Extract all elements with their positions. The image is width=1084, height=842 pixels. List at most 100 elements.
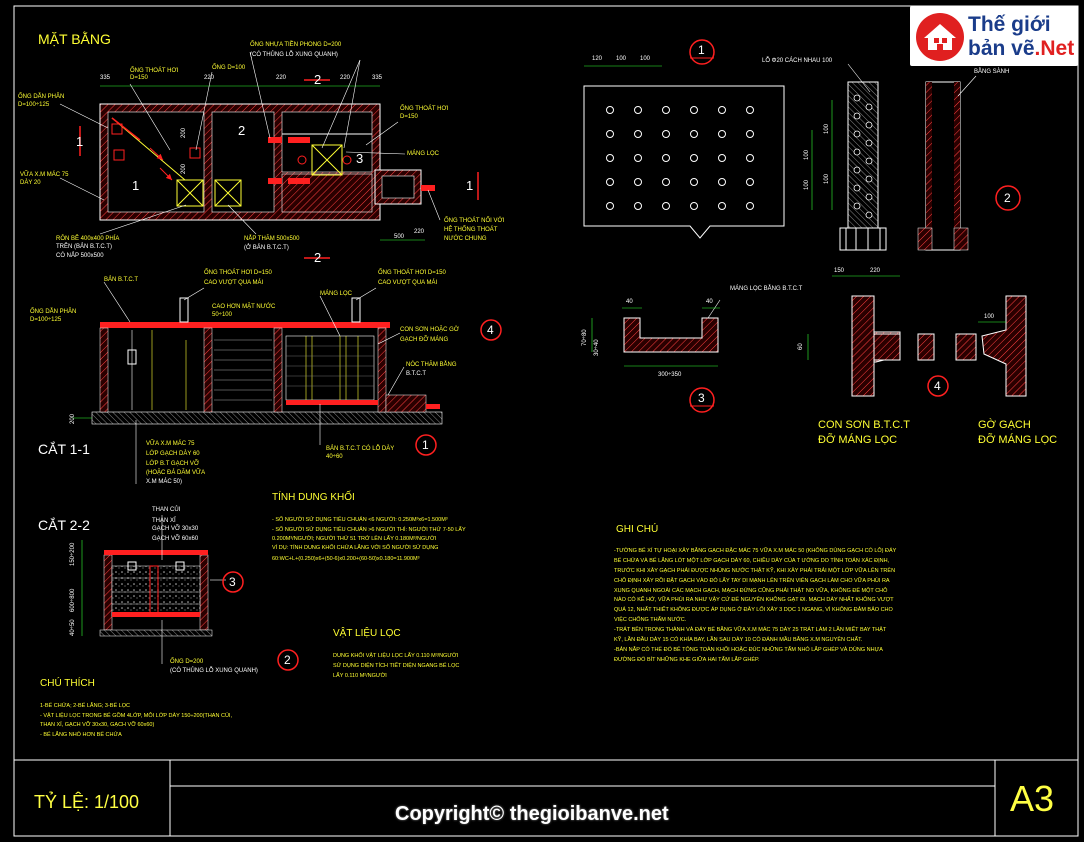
- pipe-hole: [853, 166, 861, 174]
- svg-text:(HOẶC ĐÁ DĂM VỮA: (HOẶC ĐÁ DĂM VỮA: [146, 469, 205, 476]
- material-block: VẬT LIỆU LỌC DUNG KHỐI VẬT LIỆU LỌC LẤY …: [333, 626, 459, 679]
- callout-4-sec: 4: [487, 323, 494, 337]
- svg-text:ỐNG THOÁT NỐI VỚI: ỐNG THOÁT NỐI VỚI: [444, 217, 505, 224]
- plan-labels: ỐNG DẪN PHÂN D=100÷125 ỐNG THOÁT HƠI D=1…: [18, 41, 505, 259]
- svg-text:200: 200: [181, 163, 187, 174]
- svg-text:NÓC THĂM BẰNG: NÓC THĂM BẰNG: [406, 360, 457, 368]
- svg-text:CHỖ ĐỊNH XÂY RỒI ĐẶT GẠCH VÀO: CHỖ ĐỊNH XÂY RỒI ĐẶT GẠCH VÀO ĐÓ LẤY TAY…: [614, 576, 890, 584]
- pipe-hole: [865, 175, 873, 183]
- copyright-watermark: Copyright© thegioibanve.net: [395, 803, 669, 825]
- svg-text:QUÁ 12, NHẤT THIẾT KHÔNG ĐƯỢC: QUÁ 12, NHẤT THIẾT KHÔNG ĐƯỢC ÁP DỤNG Ở …: [614, 606, 894, 613]
- svg-text:120: 120: [592, 56, 603, 62]
- svg-text:ỐNG D=200: ỐNG D=200: [170, 658, 204, 665]
- section22-labels: THAN CỦI THAN XỈ GẠCH VỠ 30x30 GẠCH VỠ 6…: [70, 506, 258, 674]
- section22-drawing: [81, 515, 226, 664]
- svg-text:150: 150: [834, 268, 845, 274]
- detail3-label: MÁNG LỌC BẰNG B.T.C.T: [730, 284, 803, 292]
- detail2-material: BẰNG SÀNH: [974, 67, 1009, 75]
- detail4-caption2: GỜ GẠCH: [978, 418, 1031, 431]
- plate-hole: [634, 106, 642, 114]
- plate-hole: [690, 202, 698, 210]
- plate-hole: [634, 154, 642, 162]
- svg-text:200: 200: [181, 127, 187, 138]
- plate-hole: [606, 154, 614, 162]
- svg-text:LẤY 0.110 M²/NGƯỜI: LẤY 0.110 M²/NGƯỜI: [333, 672, 387, 679]
- plate-hole: [718, 202, 726, 210]
- plan-drawing: 1 2 3 1 1 2 2 335 220 220 220 335 500 22…: [59, 51, 479, 265]
- plate-hole: [746, 178, 754, 186]
- section11-title: CẮT 1-1: [38, 440, 90, 457]
- svg-text:ỐNG THOÁT HƠI: ỐNG THOÁT HƠI: [400, 105, 449, 112]
- plate-hole: [662, 154, 670, 162]
- volume-title: TÍNH DUNG KHỐI: [272, 489, 355, 503]
- chamber-1-label: 1: [132, 178, 139, 193]
- svg-text:100: 100: [824, 123, 830, 134]
- svg-text:CAO VƯỢT QUA MÁI: CAO VƯỢT QUA MÁI: [204, 279, 264, 286]
- svg-text:B.T.C.T: B.T.C.T: [406, 371, 426, 377]
- chamber-3-label: 3: [356, 151, 363, 166]
- svg-text:70÷80: 70÷80: [582, 329, 588, 346]
- svg-text:50÷100: 50÷100: [212, 312, 233, 318]
- svg-text:ỐNG THOÁT HƠI D=150: ỐNG THOÁT HƠI D=150: [204, 269, 272, 276]
- section22-title: CẮT 2-2: [38, 516, 90, 533]
- plate-hole: [606, 202, 614, 210]
- detail4-caption1: CON SƠN B.T.C.T: [818, 419, 910, 431]
- svg-text:100: 100: [616, 56, 627, 62]
- legend-block: CHÚ THÍCH 1-BỂ CHỨA; 2-BỂ LẮNG; 3-BỂ LỌC…: [40, 676, 232, 738]
- pipe-hole: [865, 193, 873, 201]
- svg-text:NÀO CÓ KẼ HỞ, VỮA PHÙI RA NHƯ: NÀO CÓ KẼ HỞ, VỮA PHÙI RA NHƯ VẬY CỨ ĐỂ …: [614, 595, 894, 603]
- svg-text:SỬ DỤNG DIỆN TÍCH TIẾT DIỆN NG: SỬ DỤNG DIỆN TÍCH TIẾT DIỆN NGANG BỂ LỌC: [333, 661, 459, 669]
- svg-text:- VẬT LIỆU LỌC TRONG BỂ GỒM 4L: - VẬT LIỆU LỌC TRONG BỂ GỒM 4LỚP, MỖI LỚ…: [40, 711, 232, 719]
- pipe-hole: [853, 202, 861, 210]
- plate-hole: [746, 130, 754, 138]
- detail4-caption1b: ĐỠ MÁNG LỌC: [818, 433, 897, 446]
- svg-text:KỸ, LẦN ĐẦU DÀY 15 CÓ KHÍA BAY: KỸ, LẦN ĐẦU DÀY 15 CÓ KHÍA BAY, LẦN SAU …: [614, 635, 863, 643]
- plate-hole: [746, 106, 754, 114]
- plate-hole: [634, 130, 642, 138]
- svg-text:ỐNG DẪN PHÂN: ỐNG DẪN PHÂN: [30, 308, 76, 315]
- sheet-frame: [13, 5, 1079, 837]
- section-mark-1-right: 1: [466, 178, 473, 193]
- svg-text:220: 220: [276, 75, 287, 81]
- detail3-mark: 3: [698, 391, 705, 405]
- svg-text:150÷200: 150÷200: [70, 542, 76, 566]
- svg-text:BỂ CHỨA VÀ BỂ LẮNG LÓT MỘT LỚP: BỂ CHỨA VÀ BỂ LẮNG LÓT MỘT LỚP GẠCH DÀY …: [614, 556, 890, 564]
- svg-text:200: 200: [70, 413, 76, 424]
- pipe-hole: [865, 121, 873, 129]
- svg-text:1-BỂ CHỨA; 2-BỂ LẮNG; 3-BỂ LỌC: 1-BỂ CHỨA; 2-BỂ LẮNG; 3-BỂ LỌC: [40, 701, 130, 709]
- svg-text:ĐƯỜNG ĐỔ BÍT NHỮNG KHE GIỮA HA: ĐƯỜNG ĐỔ BÍT NHỮNG KHE GIỮA HAI TẤM LẮP …: [614, 655, 760, 663]
- svg-text:100: 100: [824, 173, 830, 184]
- svg-text:ỐNG NHỰA TIỀN PHONG D=200: ỐNG NHỰA TIỀN PHONG D=200: [250, 41, 342, 48]
- plate-hole: [662, 130, 670, 138]
- svg-text:XUNG QUANH NGOÀI CÁC MẠCH GẠCH: XUNG QUANH NGOÀI CÁC MẠCH GẠCH, MẠCH ĐỨN…: [614, 587, 888, 594]
- svg-text:X.M MÁC 50): X.M MÁC 50): [146, 478, 182, 485]
- svg-text:MÁNG LỌC: MÁNG LỌC: [320, 290, 353, 297]
- callout-1-sec: 1: [422, 438, 429, 452]
- svg-text:MÁNG LỌC: MÁNG LỌC: [407, 150, 440, 157]
- svg-text:VÍ DỤ: TÍNH DUNG KHỐI CHỨA LẮN: VÍ DỤ: TÍNH DUNG KHỐI CHỨA LẮNG VỚI SỐ N…: [272, 543, 438, 551]
- svg-text:GẠCH VỠ 30x30: GẠCH VỠ 30x30: [152, 525, 199, 532]
- detail1-hole-label: LỖ Φ20 CÁCH NHAU 100: [762, 57, 833, 64]
- plate-hole: [662, 178, 670, 186]
- scale-label: TỶ LỆ: 1/100: [34, 792, 140, 812]
- plate-hole: [746, 202, 754, 210]
- section11-labels: BẢN B.T.C.T ỐNG THOÁT HƠI D=150 CAO VƯỢT…: [30, 269, 459, 485]
- brand-logo[interactable]: Thế giới bản vẽ.Net: [910, 6, 1078, 66]
- svg-text:HỆ THỐNG THOÁT: HỆ THỐNG THOÁT: [444, 225, 498, 233]
- svg-text:NƯỚC CHUNG: NƯỚC CHUNG: [444, 235, 487, 242]
- plate-hole: [690, 154, 698, 162]
- svg-text:DUNG KHỐI VẬT LIỆU LỌC LẤY 0.1: DUNG KHỐI VẬT LIỆU LỌC LẤY 0.110 M³/NGƯỜ…: [333, 651, 459, 659]
- plate-hole: [634, 202, 642, 210]
- svg-text:ỐNG THOÁT HƠI: ỐNG THOÁT HƠI: [130, 67, 179, 74]
- plate-hole: [606, 106, 614, 114]
- svg-text:ỐNG DẪN PHÂN: ỐNG DẪN PHÂN: [18, 93, 64, 100]
- section11-drawing: [72, 281, 443, 484]
- svg-text:40÷60: 40÷60: [326, 454, 343, 460]
- svg-text:40: 40: [706, 299, 713, 305]
- detail4-drawing: 150 220 60 4 100 CON SƠN B.T.C.T ĐỠ MÁNG…: [798, 268, 1057, 446]
- svg-text:100: 100: [984, 314, 995, 320]
- svg-text:THAN CỦI: THAN CỦI: [152, 506, 181, 513]
- plate-hole: [634, 178, 642, 186]
- svg-text:VIỆC CHỐNG THẤM NƯỚC.: VIỆC CHỐNG THẤM NƯỚC.: [614, 615, 687, 623]
- svg-text:300÷350: 300÷350: [658, 372, 682, 378]
